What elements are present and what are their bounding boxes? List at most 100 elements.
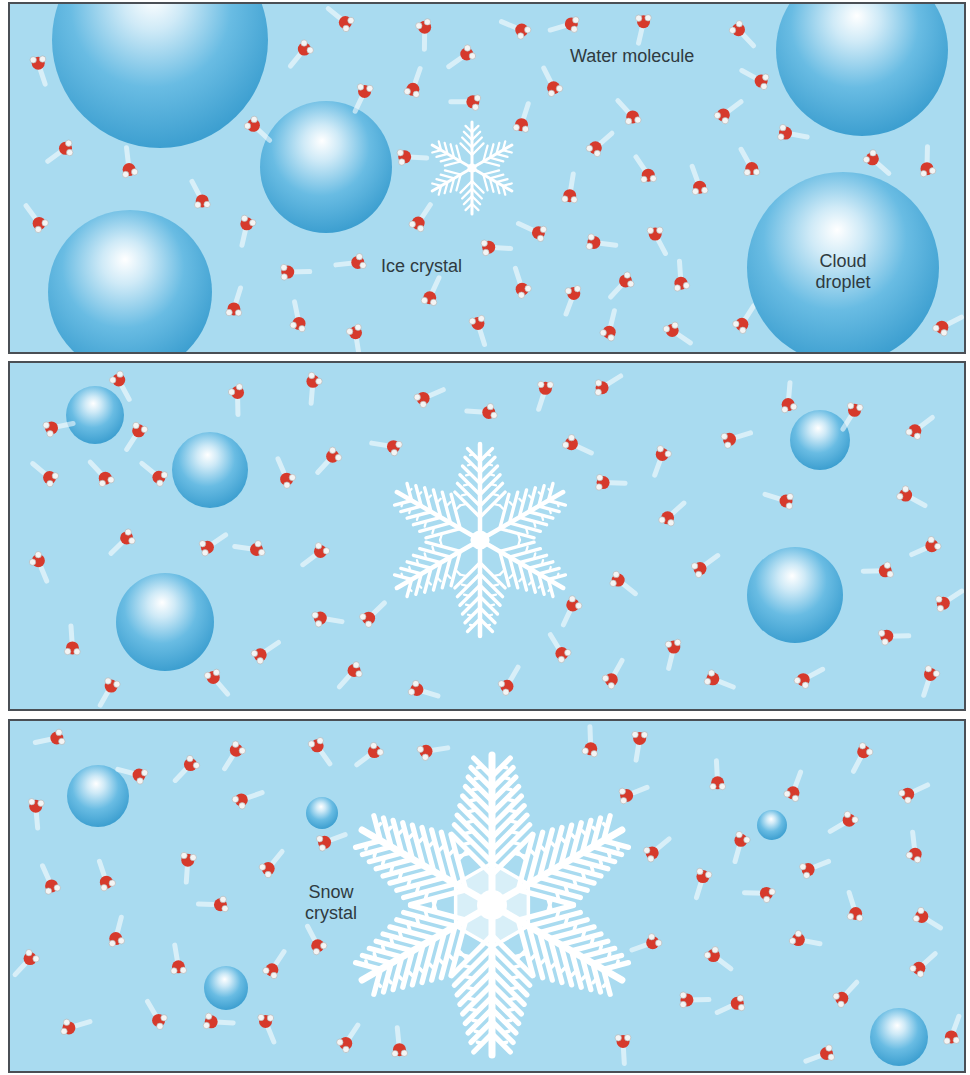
water-molecule [232, 793, 262, 809]
snowflake [342, 755, 642, 1055]
water-molecule [721, 433, 750, 448]
water-molecule [35, 729, 65, 744]
panel [8, 719, 966, 1073]
water-molecule [64, 626, 80, 655]
water-molecule [360, 603, 385, 627]
water-molecule [498, 667, 518, 695]
water-molecule [550, 635, 571, 663]
water-molecule [794, 669, 823, 688]
water-molecule [513, 104, 529, 133]
water-molecule [258, 1014, 274, 1042]
water-molecule [853, 743, 872, 772]
water-molecule [563, 596, 581, 625]
water-molecule [562, 174, 578, 203]
panel [8, 361, 966, 711]
water-molecule [111, 529, 135, 553]
water-molecule [33, 464, 59, 487]
water-molecule [912, 536, 941, 554]
cloud-droplet [66, 386, 124, 444]
water-molecule [346, 324, 362, 354]
water-molecule [339, 662, 362, 687]
water-molecule [148, 1001, 168, 1029]
water-molecule [913, 907, 941, 928]
water-molecule [800, 861, 829, 878]
water-molecule [225, 741, 246, 769]
water-molecule [181, 852, 197, 882]
water-molecule [15, 949, 39, 974]
water-molecule [99, 861, 115, 891]
water-molecule [303, 543, 330, 565]
cloud-droplet: Cloud droplet [747, 172, 939, 354]
water-molecule [550, 17, 579, 33]
water-molecule [308, 737, 330, 763]
water-molecule [632, 731, 648, 760]
water-molecule [409, 205, 430, 232]
water-molecule [43, 421, 73, 437]
water-molecule [806, 1045, 835, 1061]
water-molecule [251, 642, 278, 664]
water-molecule [933, 317, 962, 336]
water-molecule [717, 995, 744, 1012]
water-molecule [355, 84, 373, 112]
water-molecule [704, 670, 733, 687]
water-molecule [710, 761, 726, 790]
cloud-droplet [116, 573, 214, 671]
water-molecule [290, 40, 313, 66]
water-molecule [784, 772, 801, 801]
water-molecule [175, 755, 199, 780]
water-molecule [469, 315, 484, 344]
cloud-droplet [67, 765, 129, 827]
water-molecule [312, 612, 342, 627]
water-molecule [199, 535, 225, 556]
water-molecule [28, 799, 44, 829]
water-molecule [565, 286, 581, 315]
water-molecule [906, 832, 922, 863]
water-molecule [906, 417, 933, 439]
water-molecule [878, 630, 908, 645]
water-molecule [127, 422, 148, 449]
water-molecule [290, 302, 305, 332]
water-molecule [259, 852, 282, 878]
cloud-droplet [790, 410, 850, 470]
cloud-droplet [260, 101, 392, 233]
water-molecule [240, 215, 256, 245]
water-molecule [192, 181, 210, 208]
water-molecule [263, 952, 284, 979]
water-molecule [61, 1019, 90, 1034]
water-molecule [421, 278, 439, 306]
water-molecule [602, 660, 622, 688]
water-molecule [586, 133, 612, 156]
water-molecule [142, 463, 168, 486]
water-molecule [595, 376, 621, 396]
water-molecule [863, 150, 889, 174]
water-molecule [596, 474, 625, 490]
water-molecule [586, 234, 616, 250]
water-molecule [897, 486, 925, 506]
water-molecule [226, 288, 242, 316]
water-molecule [308, 926, 327, 955]
water-molecule [404, 69, 420, 98]
water-molecule [674, 261, 689, 291]
water-molecule [244, 116, 269, 140]
water-molecule [198, 896, 228, 912]
water-molecule [635, 15, 651, 44]
water-molecule [742, 71, 769, 90]
water-molecule [100, 678, 120, 705]
water-molecule [936, 591, 962, 611]
water-molecule [659, 503, 684, 526]
cloud-droplet [747, 547, 843, 643]
water-molecule [632, 934, 662, 950]
water-molecule [109, 917, 124, 946]
water-molecule [843, 403, 863, 429]
water-molecule [644, 839, 670, 862]
water-molecule [778, 124, 807, 140]
water-molecule [636, 157, 656, 183]
cloud-droplet [870, 1008, 928, 1066]
water-molecule [562, 434, 591, 452]
water-molecule [118, 769, 148, 785]
water-molecule [847, 893, 863, 922]
water-molecule [691, 556, 717, 578]
water-molecule [481, 240, 511, 256]
water-molecule [910, 954, 936, 978]
label: Snow crystal [288, 882, 374, 924]
